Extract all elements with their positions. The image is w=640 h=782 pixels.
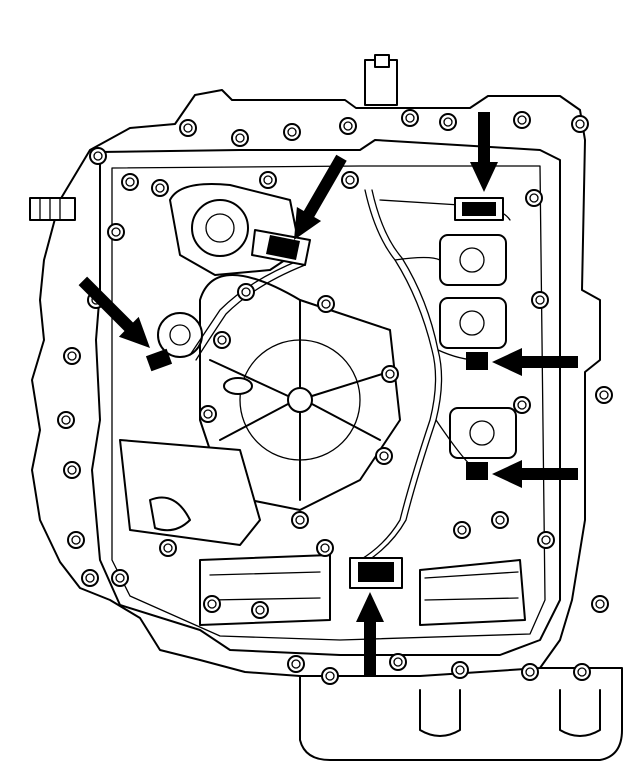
bolt-icon <box>151 179 169 197</box>
bolt-icon <box>341 171 359 189</box>
connector-top-right <box>454 197 504 221</box>
callout-arrow-icon <box>470 112 498 192</box>
bolt-icon <box>316 539 334 557</box>
callout-arrow-icon <box>492 348 578 376</box>
bolt-icon <box>107 223 125 241</box>
bolt-icon <box>81 569 99 587</box>
cooler-line-fitting <box>29 197 76 221</box>
bolt-group <box>57 109 613 685</box>
bolt-icon <box>259 171 277 189</box>
callout-arrow-icon <box>78 276 150 348</box>
bolt-icon <box>491 511 509 529</box>
bolt-icon <box>401 109 419 127</box>
bolt-icon <box>451 661 469 679</box>
bolt-icon <box>531 291 549 309</box>
bolt-icon <box>283 123 301 141</box>
lower-housing <box>299 667 623 761</box>
connector-mid-right <box>466 352 488 370</box>
bolt-icon <box>213 331 231 349</box>
bolt-icon <box>203 595 221 613</box>
bolt-icon <box>537 531 555 549</box>
bolt-icon <box>67 531 85 549</box>
bolt-icon <box>159 539 177 557</box>
bolt-icon <box>251 601 269 619</box>
bolt-icon <box>121 173 139 191</box>
dipstick-stub <box>364 54 398 106</box>
bolt-icon <box>525 189 543 207</box>
bolt-icon <box>573 663 591 681</box>
connector-bottom <box>349 557 403 589</box>
bolt-icon <box>287 655 305 673</box>
manual-valve-area <box>119 439 526 626</box>
bolt-icon <box>321 667 339 685</box>
bolt-icon <box>89 147 107 165</box>
bolt-icon <box>595 386 613 404</box>
bolt-icon <box>237 283 255 301</box>
connector-left <box>145 348 173 372</box>
bolt-icon <box>179 119 197 137</box>
bolt-icon <box>381 365 399 383</box>
bolt-icon <box>375 447 393 465</box>
bolt-icon <box>513 111 531 129</box>
bolt-icon <box>513 396 531 414</box>
solenoid-stack <box>439 234 517 459</box>
bolt-icon <box>63 461 81 479</box>
callout-arrows <box>78 112 578 677</box>
callout-arrow-icon <box>294 154 347 240</box>
bolt-icon <box>231 129 249 147</box>
callout-arrow-icon <box>492 460 578 488</box>
bolt-icon <box>339 117 357 135</box>
bolt-icon <box>291 511 309 529</box>
bolt-icon <box>389 653 407 671</box>
bolt-icon <box>521 663 539 681</box>
bolt-icon <box>571 115 589 133</box>
callout-arrow-icon <box>356 592 384 677</box>
bolt-icon <box>439 113 457 131</box>
bolt-icon <box>111 569 129 587</box>
connector-lower-right <box>466 462 488 480</box>
bolt-icon <box>591 595 609 613</box>
bolt-icon <box>453 521 471 539</box>
bolt-icon <box>63 347 81 365</box>
bolt-icon <box>199 405 217 423</box>
bolt-icon <box>317 295 335 313</box>
oil-pump-cover <box>199 274 401 511</box>
bolt-icon <box>57 411 75 429</box>
